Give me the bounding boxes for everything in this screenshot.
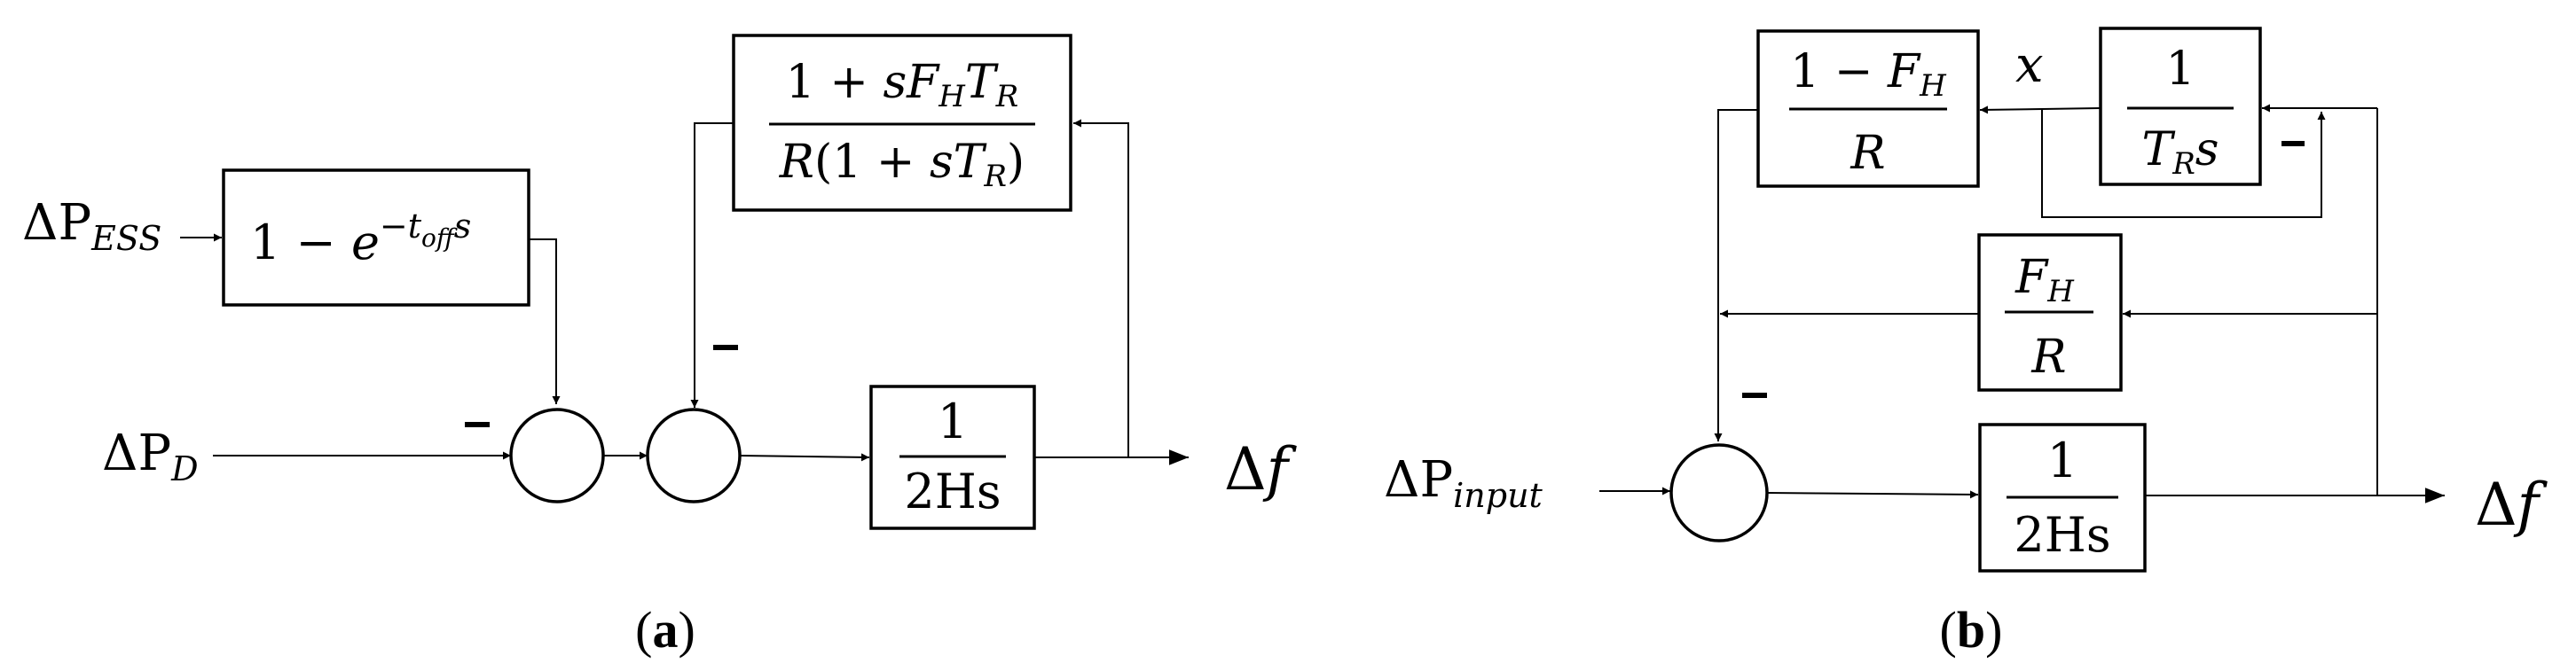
inertia-b-denominator: 2Hs [2014, 507, 2110, 563]
state-x-label: x [2015, 36, 2044, 94]
governor-denominator: R(1 + sTR) [779, 136, 1025, 194]
summing-junction-1 [509, 408, 605, 503]
governor-numerator: 1 + sFHTR [786, 56, 1018, 114]
ess-block-expression: 1 − e−toffs [250, 207, 471, 270]
block-one-over-tr-s [2099, 27, 2262, 186]
wire-1mfh-to-sum [1714, 109, 1758, 441]
inertia-a-denominator: 2Hs [904, 464, 1001, 519]
input-dp-d-label: ΔPD [102, 425, 199, 488]
caption-b: (b) [1940, 601, 2003, 659]
ess-block [222, 168, 530, 307]
block-tr-numerator: 1 [2165, 43, 2195, 96]
block-tr-denominator: TRs [2142, 123, 2219, 182]
wire-sum-to-inertia-b [1766, 490, 1979, 499]
inertia-b-numerator: 1 [2047, 433, 2077, 488]
panel-a: ΔPESS 1 − e−toffs ΔPD 1 2Hs Δf [22, 34, 1298, 659]
summing-junction-b [1669, 443, 1769, 542]
input-dp-ess-label: ΔPESS [22, 194, 161, 258]
summing-junction-2 [646, 408, 742, 503]
caption-a: (a) [635, 601, 695, 659]
input-dp-input-label: ΔPinput [1384, 451, 1543, 515]
wire-governor-to-sum2 [690, 122, 734, 408]
wire-x-feedback-loop [2041, 109, 2326, 218]
output-df-label-b: Δf [2475, 471, 2549, 539]
inertia-a-numerator: 1 [938, 394, 968, 449]
block-fh-numerator: FH [2014, 251, 2075, 309]
wire-ess-to-sum1 [529, 238, 561, 404]
block-1mfh-denominator: R [1850, 127, 1885, 180]
block-1mfh-numerator: 1 − FH [1790, 45, 1947, 104]
wire-feedback-a [1073, 119, 1129, 457]
block-fh-denominator: R [2030, 331, 2066, 384]
wire-sum2-to-inertia [739, 453, 870, 462]
output-df-label-a: Δf [1224, 435, 1298, 503]
panel-b: 1 − FH R 1 TRs x FH R ΔPinput [1384, 27, 2549, 659]
wire-tr-to-1mfh [1979, 105, 2101, 114]
